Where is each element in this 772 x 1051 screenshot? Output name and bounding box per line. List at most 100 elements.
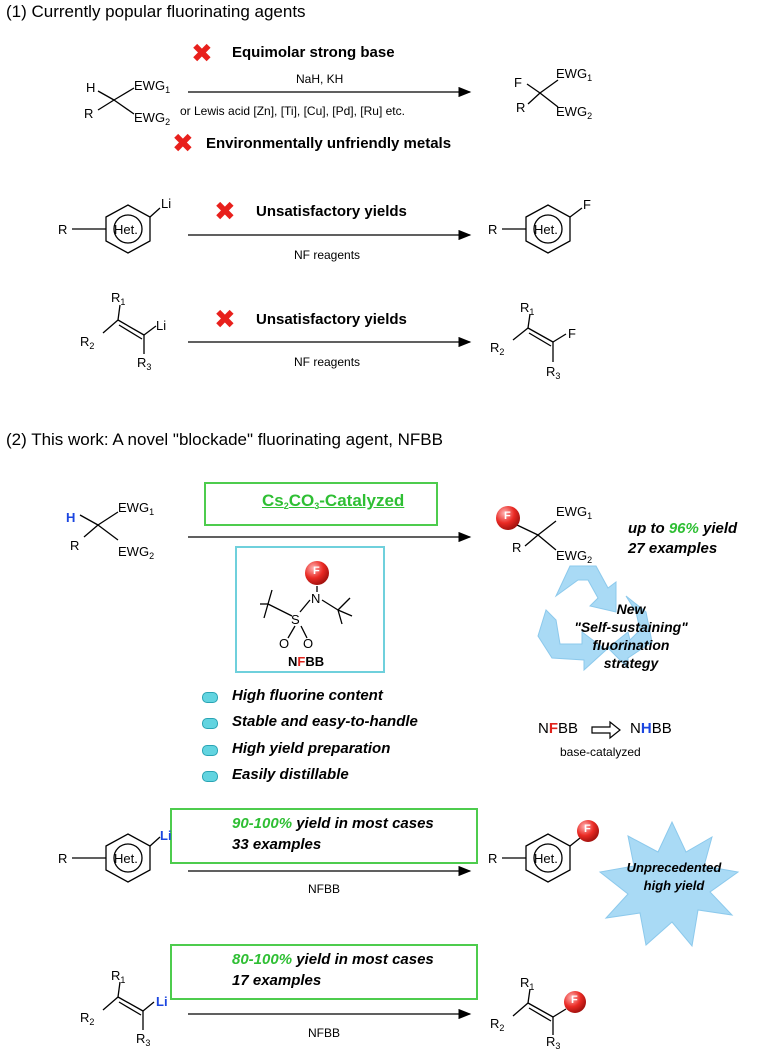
rxn3-yield-box — [170, 944, 478, 1000]
ewg2-label: EWG2 — [134, 110, 171, 127]
feature-3: High yield preparation — [232, 740, 391, 757]
s2-het-r-product: R — [488, 851, 498, 866]
burst-line-2: high yield — [643, 878, 705, 893]
s2-atom-li-vinyl: Li — [156, 994, 168, 1009]
s2-r3-label-product: R3 — [546, 1034, 561, 1051]
s1-rxn1-bonds — [97, 79, 559, 115]
nfbb-name: NFBB — [288, 654, 325, 669]
nfbb-bonds — [260, 586, 353, 639]
atom-f: F — [514, 75, 522, 90]
s2-r3-label: R3 — [136, 1031, 151, 1048]
s2-r2-label: R2 — [80, 1010, 95, 1027]
nfbb-atom-n: N — [311, 591, 321, 606]
yield-summary: up to 96% yield — [628, 520, 738, 537]
s2-ewg1-label: EWG1 — [118, 500, 155, 517]
s2-fluorine-ball-2 — [577, 820, 599, 842]
section2-title: (2) This work: A novel "blockade" fluori… — [6, 430, 443, 449]
atom-r-product: R — [516, 100, 526, 115]
s1-rxn2-cond: NF reagents — [294, 248, 361, 262]
s2-atom-li-blue: Li — [160, 828, 172, 843]
conversion-note: base-catalyzed — [560, 745, 641, 759]
rxn3-examples: 17 examples — [232, 972, 322, 989]
rxn2-examples: 33 examples — [232, 836, 322, 853]
atom-h-blue: H — [66, 510, 76, 525]
s2-rxn1-bonds — [79, 511, 557, 551]
feature-2: Stable and easy-to-handle — [232, 713, 418, 730]
rxn2-cond: NFBB — [308, 882, 341, 896]
nfbb-atom-o1: O — [279, 636, 290, 651]
s2-rxn2-rings — [72, 833, 581, 883]
s1-rxn3-bonds — [102, 304, 567, 362]
r1-label-product: R1 — [520, 300, 535, 317]
recycle-symbol — [537, 565, 653, 672]
atom-f-het: F — [583, 197, 591, 212]
ewg1-label-product: EWG1 — [556, 66, 593, 83]
s2-ewg2-label-product: EWG2 — [556, 548, 593, 565]
rxn2-yield-box — [170, 808, 478, 864]
s2-ewg2-label: EWG2 — [118, 544, 155, 561]
fluorine-ball-label-2: F — [584, 823, 591, 835]
r2-label-product: R2 — [490, 340, 505, 357]
s2-r1-label-product: R1 — [520, 975, 535, 992]
rxn2-yield: 90-100% yield in most cases — [232, 815, 434, 832]
fluorine-ball-label-1: F — [504, 510, 511, 522]
s1-rxn1-cond-above: NaH, KH — [296, 72, 344, 86]
r1-label: R1 — [111, 290, 126, 307]
r3-label: R3 — [137, 355, 152, 372]
feature-4: Easily distillable — [232, 766, 349, 783]
s2-r2-label-product: R2 — [490, 1016, 505, 1033]
catalyst-label: Cs2CO3-Catalyzed — [262, 491, 405, 511]
s2-r1-label: R1 — [111, 968, 126, 985]
bullet-icon-2 — [202, 718, 218, 729]
s2-het-label: Het. — [114, 851, 138, 866]
s2-atom-r-product: R — [512, 540, 522, 555]
cross-icon-4: ✖ — [214, 304, 236, 334]
nfbb-fluorine-ball — [305, 561, 329, 585]
atom-h: H — [86, 80, 96, 95]
bullet-icon-4 — [202, 771, 218, 782]
burst-line-1: Unprecedented — [626, 860, 722, 875]
s2-het-label-product: Het. — [534, 851, 558, 866]
s2-het-r: R — [58, 851, 68, 866]
r2-label: R2 — [80, 334, 95, 351]
s1-rxn1-warn-bottom: Environmentally unfriendly metals — [206, 135, 452, 152]
cross-icon-1: ✖ — [191, 38, 213, 68]
atom-li-vinyl: Li — [156, 318, 167, 333]
ewg2-label-product: EWG2 — [556, 104, 593, 121]
r3-label-product: R3 — [546, 364, 561, 381]
section1-title: (1) Currently popular fluorinating agent… — [6, 2, 306, 21]
s2-atom-r: R — [70, 538, 80, 553]
strategy-line-4: strategy — [603, 655, 659, 671]
unprecedented-starburst — [598, 820, 740, 948]
conversion-arrow — [591, 720, 621, 740]
s1-rxn3-cond: NF reagents — [294, 355, 361, 369]
nfbb-fluorine-label: F — [313, 565, 320, 577]
s1-rxn1-warn-top: Equimolar strong base — [232, 44, 395, 61]
s2-fluorine-ball-3 — [564, 991, 586, 1013]
s1-rxn2-rings — [72, 204, 583, 254]
het-label-product: Het. — [534, 222, 558, 237]
bullet-icon-3 — [202, 745, 218, 756]
catalyst-box — [204, 482, 438, 526]
examples-summary: 27 examples — [628, 540, 718, 557]
conversion-from: NFBB — [538, 720, 579, 737]
s1-rxn2-warn: Unsatisfactory yields — [256, 203, 407, 220]
strategy-line-1: New — [616, 601, 646, 617]
cross-icon-2: ✖ — [172, 128, 194, 158]
rxn3-cond: NFBB — [308, 1026, 341, 1040]
atom-r: R — [84, 106, 94, 121]
ewg1-label: EWG1 — [134, 78, 171, 95]
atom-li: Li — [161, 196, 172, 211]
het-label: Het. — [114, 222, 138, 237]
atom-r-het-product: R — [488, 222, 498, 237]
bullet-icon-1 — [202, 692, 218, 703]
cross-icon-3: ✖ — [214, 196, 236, 226]
nfbb-atom-s: S — [291, 612, 300, 627]
atom-r-het: R — [58, 222, 68, 237]
strategy-line-2: "Self-sustaining" — [574, 619, 688, 635]
s1-rxn3-warn: Unsatisfactory yields — [256, 311, 407, 328]
rxn3-yield: 80-100% yield in most cases — [232, 951, 434, 968]
nfbb-atom-o2: O — [303, 636, 314, 651]
strategy-line-3: fluorination — [592, 637, 670, 653]
